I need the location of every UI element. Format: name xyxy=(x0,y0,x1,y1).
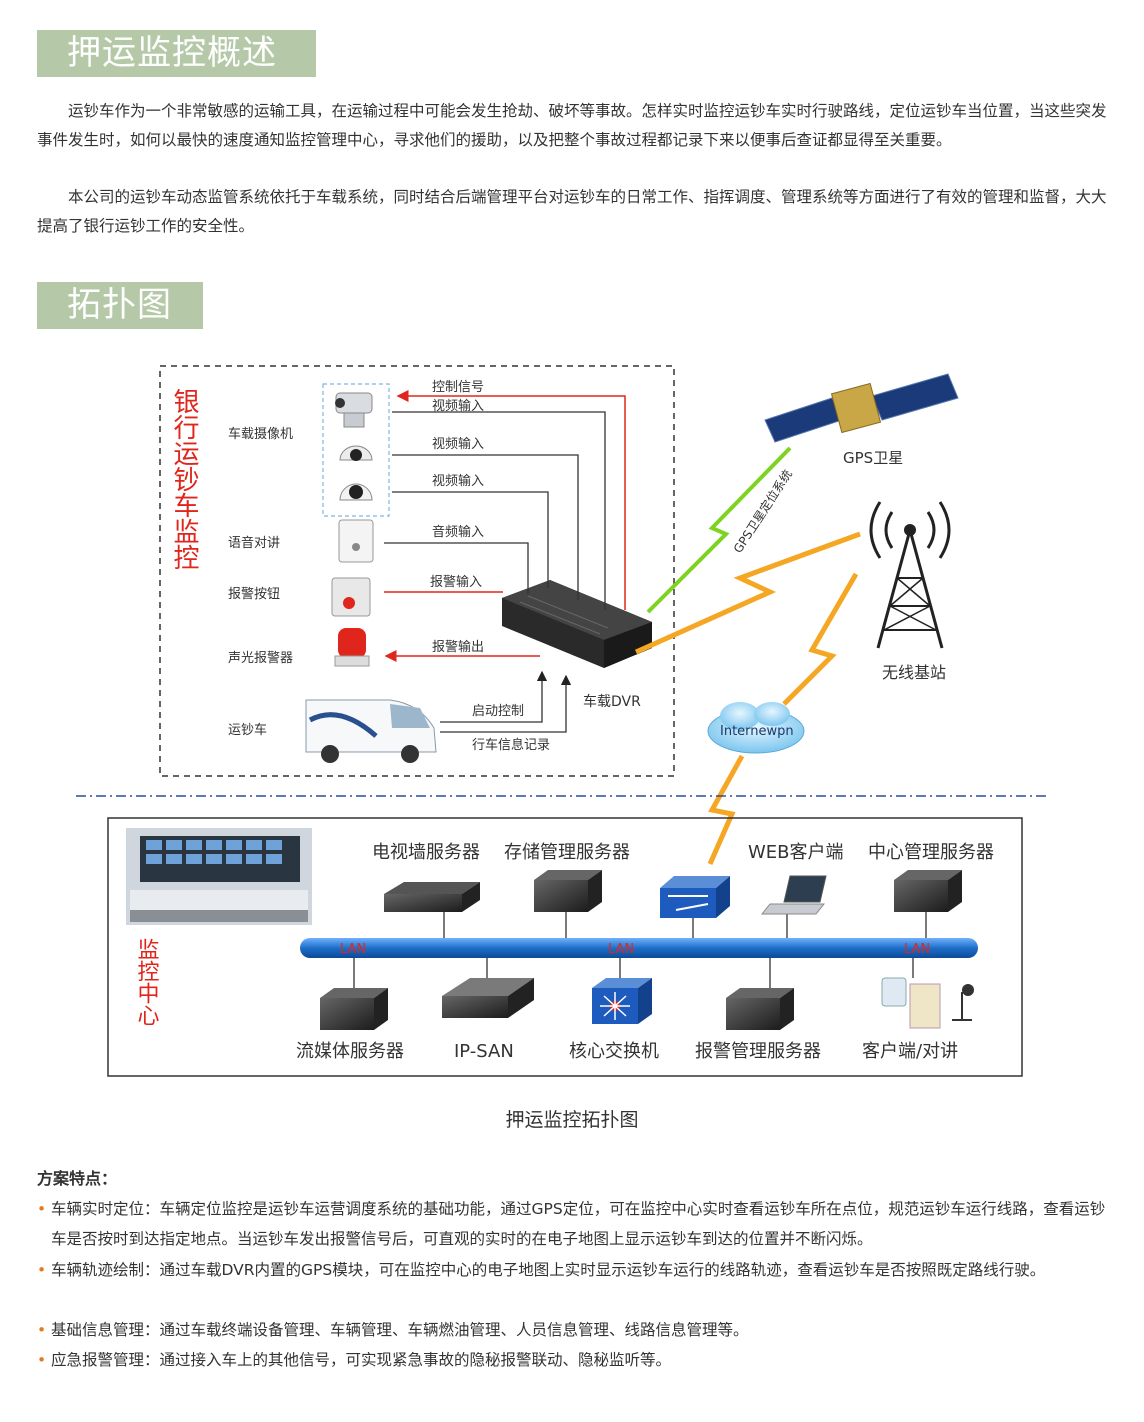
feature-item: • 车辆实时定位：车辆定位监控是运钞车运营调度系统的基础功能，通过GPS定位，可… xyxy=(37,1194,1112,1254)
switch-icon xyxy=(660,876,730,918)
bullet-icon: • xyxy=(37,1321,47,1339)
bullet-icon: • xyxy=(37,1351,47,1369)
overview-section-title: 押运监控概述 xyxy=(37,30,316,77)
alarm-light-label: 声光报警器 xyxy=(228,650,293,666)
storage-server-label: 存储管理服务器 xyxy=(504,842,630,863)
dome-camera-icon xyxy=(339,483,373,501)
streaming-server-icon xyxy=(320,988,388,1030)
topology-diagram: 银行运钞车监控 车载摄像机 语音对讲 报警按钮 声光报警器 xyxy=(76,365,1050,1077)
ipsan-label: IP-SAN xyxy=(454,1041,514,1062)
alarm-button-label: 报警按钮 xyxy=(228,586,280,602)
alarm-button-icon xyxy=(331,577,371,617)
feature-text: 基础信息管理：通过车载终端设备管理、车辆管理、车辆燃油管理、人员信息管理、线路信… xyxy=(51,1321,749,1339)
wireless-link-bolt xyxy=(782,572,859,706)
video-input-label-2: 视频输入 xyxy=(432,436,484,452)
lan-label: LAN xyxy=(904,942,930,957)
video-input-line xyxy=(392,454,579,600)
internet-cloud-icon xyxy=(707,702,805,754)
feature-item: • 应急报警管理：通过接入车上的其他信号，可实现紧急事故的隐秘报警联动、隐秘监听… xyxy=(37,1345,1112,1375)
features-title: 方案特点： xyxy=(37,1169,118,1188)
dvr-label: 车载DVR xyxy=(583,693,641,710)
audio-input-label: 音频输入 xyxy=(432,524,484,540)
alarm-light-icon xyxy=(334,628,370,667)
alarm-output-label: 报警输出 xyxy=(432,639,484,655)
diagram-caption: 押运监控拓扑图 xyxy=(505,1109,639,1131)
video-input-label-3: 视频输入 xyxy=(432,473,484,489)
intercom-icon xyxy=(338,519,374,563)
storage-server-icon xyxy=(534,870,602,912)
overview-paragraph-2: 本公司的运钞车动态监管系统依托于车载系统，同时结合后端管理平台对运钞车的日常工作… xyxy=(37,188,1107,235)
record-label: 行车信息记录 xyxy=(472,737,550,753)
feature-text: 车辆轨迹绘制：通过车载DVR内置的GPS模块，可在监控中心的电子地图上实时显示运… xyxy=(51,1261,1046,1279)
record-line xyxy=(440,674,572,733)
center-server-icon xyxy=(894,870,962,912)
start-control-line xyxy=(440,670,548,723)
bullet-icon: • xyxy=(37,1261,47,1279)
gps-satellite-label: GPS卫星 xyxy=(843,449,903,467)
video-input-line xyxy=(392,491,549,588)
camera-label: 车载摄像机 xyxy=(228,426,293,442)
base-station-label: 无线基站 xyxy=(882,663,946,682)
client-intercom-icon xyxy=(881,977,974,1029)
tv-wall-server-label: 电视墙服务器 xyxy=(372,842,480,863)
lan-label: LAN xyxy=(340,942,366,957)
radio-tower-icon xyxy=(869,501,951,649)
web-client-label: WEB客户端 xyxy=(748,842,844,863)
feature-text: 应急报警管理：通过接入车上的其他信号，可实现紧急事故的隐秘报警联动、隐秘监听等。 xyxy=(51,1351,672,1369)
feature-item: • 基础信息管理：通过车载终端设备管理、车辆管理、车辆燃油管理、人员信息管理、线… xyxy=(37,1315,1112,1345)
gps-system-label: GPS卫星定位系统 xyxy=(730,467,795,556)
intercom-label: 语音对讲 xyxy=(228,535,280,551)
audio-input-line xyxy=(384,542,529,594)
web-client-laptop-icon xyxy=(760,875,827,915)
van-label: 运钞车 xyxy=(228,722,267,738)
bullet-icon: • xyxy=(37,1200,47,1218)
control-signal-line xyxy=(396,390,626,610)
ipsan-icon xyxy=(442,978,534,1018)
center-box-label: 监控中心 xyxy=(134,938,160,1026)
camera-group-box xyxy=(322,383,390,517)
alarm-server-icon xyxy=(726,988,794,1030)
dvr-icon xyxy=(502,580,652,668)
alarm-server-label: 报警管理服务器 xyxy=(695,1041,821,1062)
topology-section-title: 拓扑图 xyxy=(37,282,203,329)
center-server-label: 中心管理服务器 xyxy=(868,842,994,863)
core-switch-icon xyxy=(592,978,652,1024)
client-intercom-label: 客户端/对讲 xyxy=(862,1041,958,1062)
streaming-server-label: 流媒体服务器 xyxy=(296,1041,404,1062)
start-control-label: 启动控制 xyxy=(472,704,524,719)
vehicle-monitor-box xyxy=(159,365,675,777)
dome-camera-icon xyxy=(339,445,373,461)
overview-paragraph-1: 运钞车作为一个非常敏感的运输工具，在运输过程中可能会发生抢劫、破坏等事故。怎样实… xyxy=(37,102,1107,149)
wireless-link-bolt xyxy=(634,531,861,655)
ptz-camera-icon xyxy=(335,392,373,428)
lan-label: LAN xyxy=(608,942,634,957)
control-room-photo xyxy=(126,828,312,925)
van-icon xyxy=(305,699,437,763)
lan-bus xyxy=(300,938,978,958)
video-input-line xyxy=(392,411,606,610)
video-input-label-1: 视频输入 xyxy=(432,398,484,414)
lan-connectors xyxy=(353,910,927,988)
tv-wall-server-icon xyxy=(384,882,480,912)
cloud-label: Internewpn xyxy=(720,724,794,739)
feature-text: 车辆实时定位：车辆定位监控是运钞车运营调度系统的基础功能，通过GPS定位，可在监… xyxy=(51,1200,1106,1248)
control-signal-label: 控制信号 xyxy=(432,380,484,395)
monitor-center-box xyxy=(107,817,1023,1077)
core-switch-label: 核心交换机 xyxy=(569,1041,659,1062)
gps-satellite-icon xyxy=(764,373,959,443)
wireless-link-bolt xyxy=(707,754,745,866)
gps-link-bolt xyxy=(646,446,792,614)
feature-item: • 车辆轨迹绘制：通过车载DVR内置的GPS模块，可在监控中心的电子地图上实时显… xyxy=(37,1255,1112,1285)
alarm-input-label: 报警输入 xyxy=(430,574,482,590)
vehicle-box-label: 银行运钞车监控 xyxy=(169,388,199,570)
